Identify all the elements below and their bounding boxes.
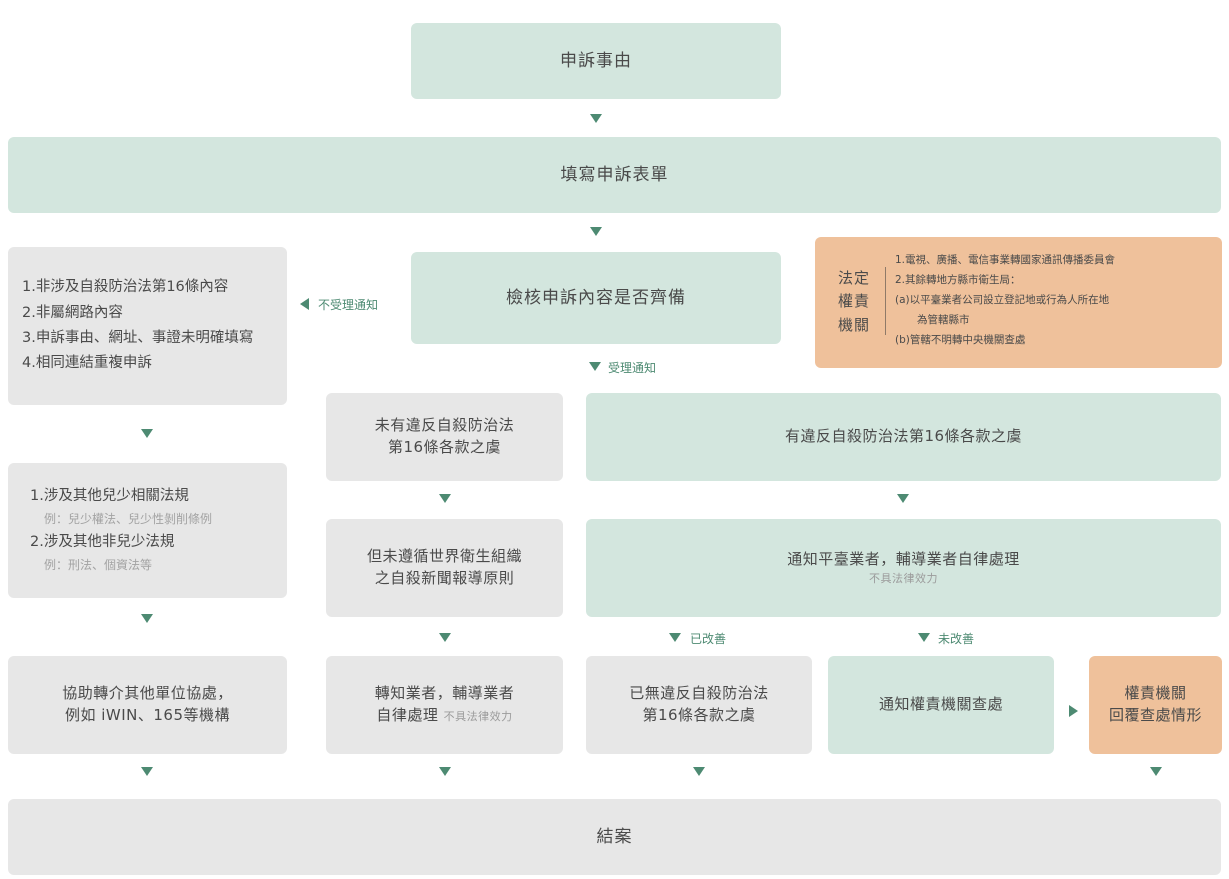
- other-laws-example: 例：兒少權法、兒少性剝削條例: [44, 511, 213, 526]
- complaint-reason-label: 申訴事由: [560, 50, 632, 71]
- arrow-down-icon: [439, 767, 451, 776]
- complaint-reason-box: 申訴事由: [411, 23, 781, 99]
- other-laws-example: 例：刑法、個資法等: [44, 557, 153, 572]
- reject-reasons-box: 1.非涉及自殺防治法第16條內容 2.非屬網路內容 3.申訴事由、網址、事證未明…: [8, 247, 287, 405]
- resolved-line: 第16條各款之虞: [642, 706, 756, 724]
- notify-platform-note: 不具法律效力: [869, 571, 938, 585]
- authority-title-line: 法定: [837, 269, 870, 287]
- notify-platform-box: 通知平臺業者，輔導業者自律處理 不具法律效力: [586, 519, 1221, 617]
- no-violation-line: 第16條各款之虞: [387, 438, 502, 456]
- other-laws-item: 1.涉及其他兒少相關法規: [30, 487, 189, 504]
- authority-reply-line: 權責機關: [1124, 684, 1187, 703]
- forward-operator-box: 轉知業者，輔導業者 自律處理 不具法律效力: [326, 656, 563, 754]
- referral-line: 協助轉介其他單位協處，: [62, 684, 233, 703]
- violation-label: 有違反自殺防治法第16條各款之虞: [784, 427, 1023, 446]
- reject-reason-item: 2.非屬網路內容: [22, 304, 123, 321]
- authority-line: 為管轄縣市: [917, 313, 970, 326]
- close-case-box: 結案: [8, 799, 1221, 875]
- no-violation-line: 未有違反自殺防治法: [374, 416, 515, 435]
- arrow-down-icon: [590, 114, 602, 123]
- arrow-down-icon: [439, 494, 451, 503]
- reject-reason-item: 3.申訴事由、網址、事證未明確填寫: [22, 330, 254, 346]
- other-laws-box: 1.涉及其他兒少相關法規 例：兒少權法、兒少性剝削條例 2.涉及其他非兒少法規 …: [8, 463, 287, 598]
- arrow-down-icon: [141, 767, 153, 776]
- not-improved-label: 未改善: [938, 632, 975, 646]
- arrow-down-icon: [897, 494, 909, 503]
- forward-operator-note: 不具法律效力: [443, 710, 513, 723]
- arrow-down-icon: [693, 767, 705, 776]
- not-follow-who-line: 之自殺新聞報導原則: [374, 569, 515, 587]
- review-label: 檢核申訴內容是否齊備: [506, 287, 686, 308]
- notify-authority-box: 通知權責機關查處: [828, 656, 1054, 754]
- authority-line: 1.電視、廣播、電信事業轉國家通訊傳播委員會: [895, 254, 1116, 266]
- arrow-down-icon: [589, 362, 601, 371]
- close-case-label: 結案: [596, 826, 633, 847]
- authority-title-line: 機關: [837, 315, 870, 334]
- resolved-line: 已無違反自殺防治法: [629, 684, 769, 703]
- authority-info-title: 法定 權責 機關: [835, 267, 873, 337]
- arrow-left-icon: [300, 298, 309, 310]
- other-laws-item: 2.涉及其他非兒少法規: [30, 533, 175, 550]
- arrow-down-icon: [918, 633, 930, 642]
- forward-operator-text: 自律處理: [376, 706, 439, 724]
- improved-label: 已改善: [690, 632, 727, 646]
- arrow-down-icon: [669, 633, 681, 642]
- arrow-down-icon: [590, 227, 602, 236]
- accepted-notice-label: 受理通知: [608, 361, 657, 375]
- forward-operator-line2: 自律處理 不具法律效力: [376, 705, 512, 727]
- arrow-right-icon: [1069, 705, 1078, 717]
- fill-form-box: 填寫申訴表單: [8, 137, 1221, 213]
- authority-reply-line: 回覆查處情形: [1108, 706, 1202, 724]
- fill-form-label: 填寫申訴表單: [560, 164, 669, 185]
- authority-line: 2.其餘轉地方縣市衛生局：: [895, 273, 1021, 286]
- authority-info-lines: 1.電視、廣播、電信事業轉國家通訊傳播委員會 2.其餘轉地方縣市衛生局： (a)…: [895, 251, 1115, 351]
- notify-platform-title: 通知平臺業者，輔導業者自律處理: [787, 550, 1020, 569]
- violation-box: 有違反自殺防治法第16條各款之虞: [586, 393, 1221, 481]
- forward-operator-line: 轉知業者，輔導業者: [374, 684, 515, 703]
- authority-divider: [885, 267, 886, 335]
- not-follow-who-box: 但未遵循世界衛生組織 之自殺新聞報導原則: [326, 519, 563, 617]
- review-box: 檢核申訴內容是否齊備: [411, 252, 781, 344]
- reject-reason-item: 1.非涉及自殺防治法第16條內容: [22, 279, 229, 296]
- arrow-down-icon: [1150, 767, 1162, 776]
- referral-line: 例如 iWIN、165等機構: [64, 706, 231, 724]
- not-follow-who-line: 但未遵循世界衛生組織: [366, 547, 522, 566]
- notify-authority-label: 通知權責機關查處: [878, 695, 1003, 714]
- authority-reply-box: 權責機關 回覆查處情形: [1089, 656, 1222, 754]
- reject-reason-item: 4.相同連結重複申訴: [22, 355, 152, 372]
- authority-title-line: 權責: [837, 292, 870, 311]
- resolved-box: 已無違反自殺防治法 第16條各款之虞: [586, 656, 812, 754]
- authority-line: (b)管轄不明轉中央機關查處: [895, 333, 1026, 346]
- authority-info-box: 法定 權責 機關 1.電視、廣播、電信事業轉國家通訊傳播委員會 2.其餘轉地方縣…: [815, 237, 1222, 368]
- arrow-down-icon: [141, 614, 153, 623]
- rejected-notice-label: 不受理通知: [318, 298, 379, 312]
- no-violation-box: 未有違反自殺防治法 第16條各款之虞: [326, 393, 563, 481]
- authority-line: (a)以平臺業者公司設立登記地或行為人所在地: [895, 293, 1110, 306]
- arrow-down-icon: [439, 633, 451, 642]
- arrow-down-icon: [141, 429, 153, 438]
- referral-box: 協助轉介其他單位協處， 例如 iWIN、165等機構: [8, 656, 287, 754]
